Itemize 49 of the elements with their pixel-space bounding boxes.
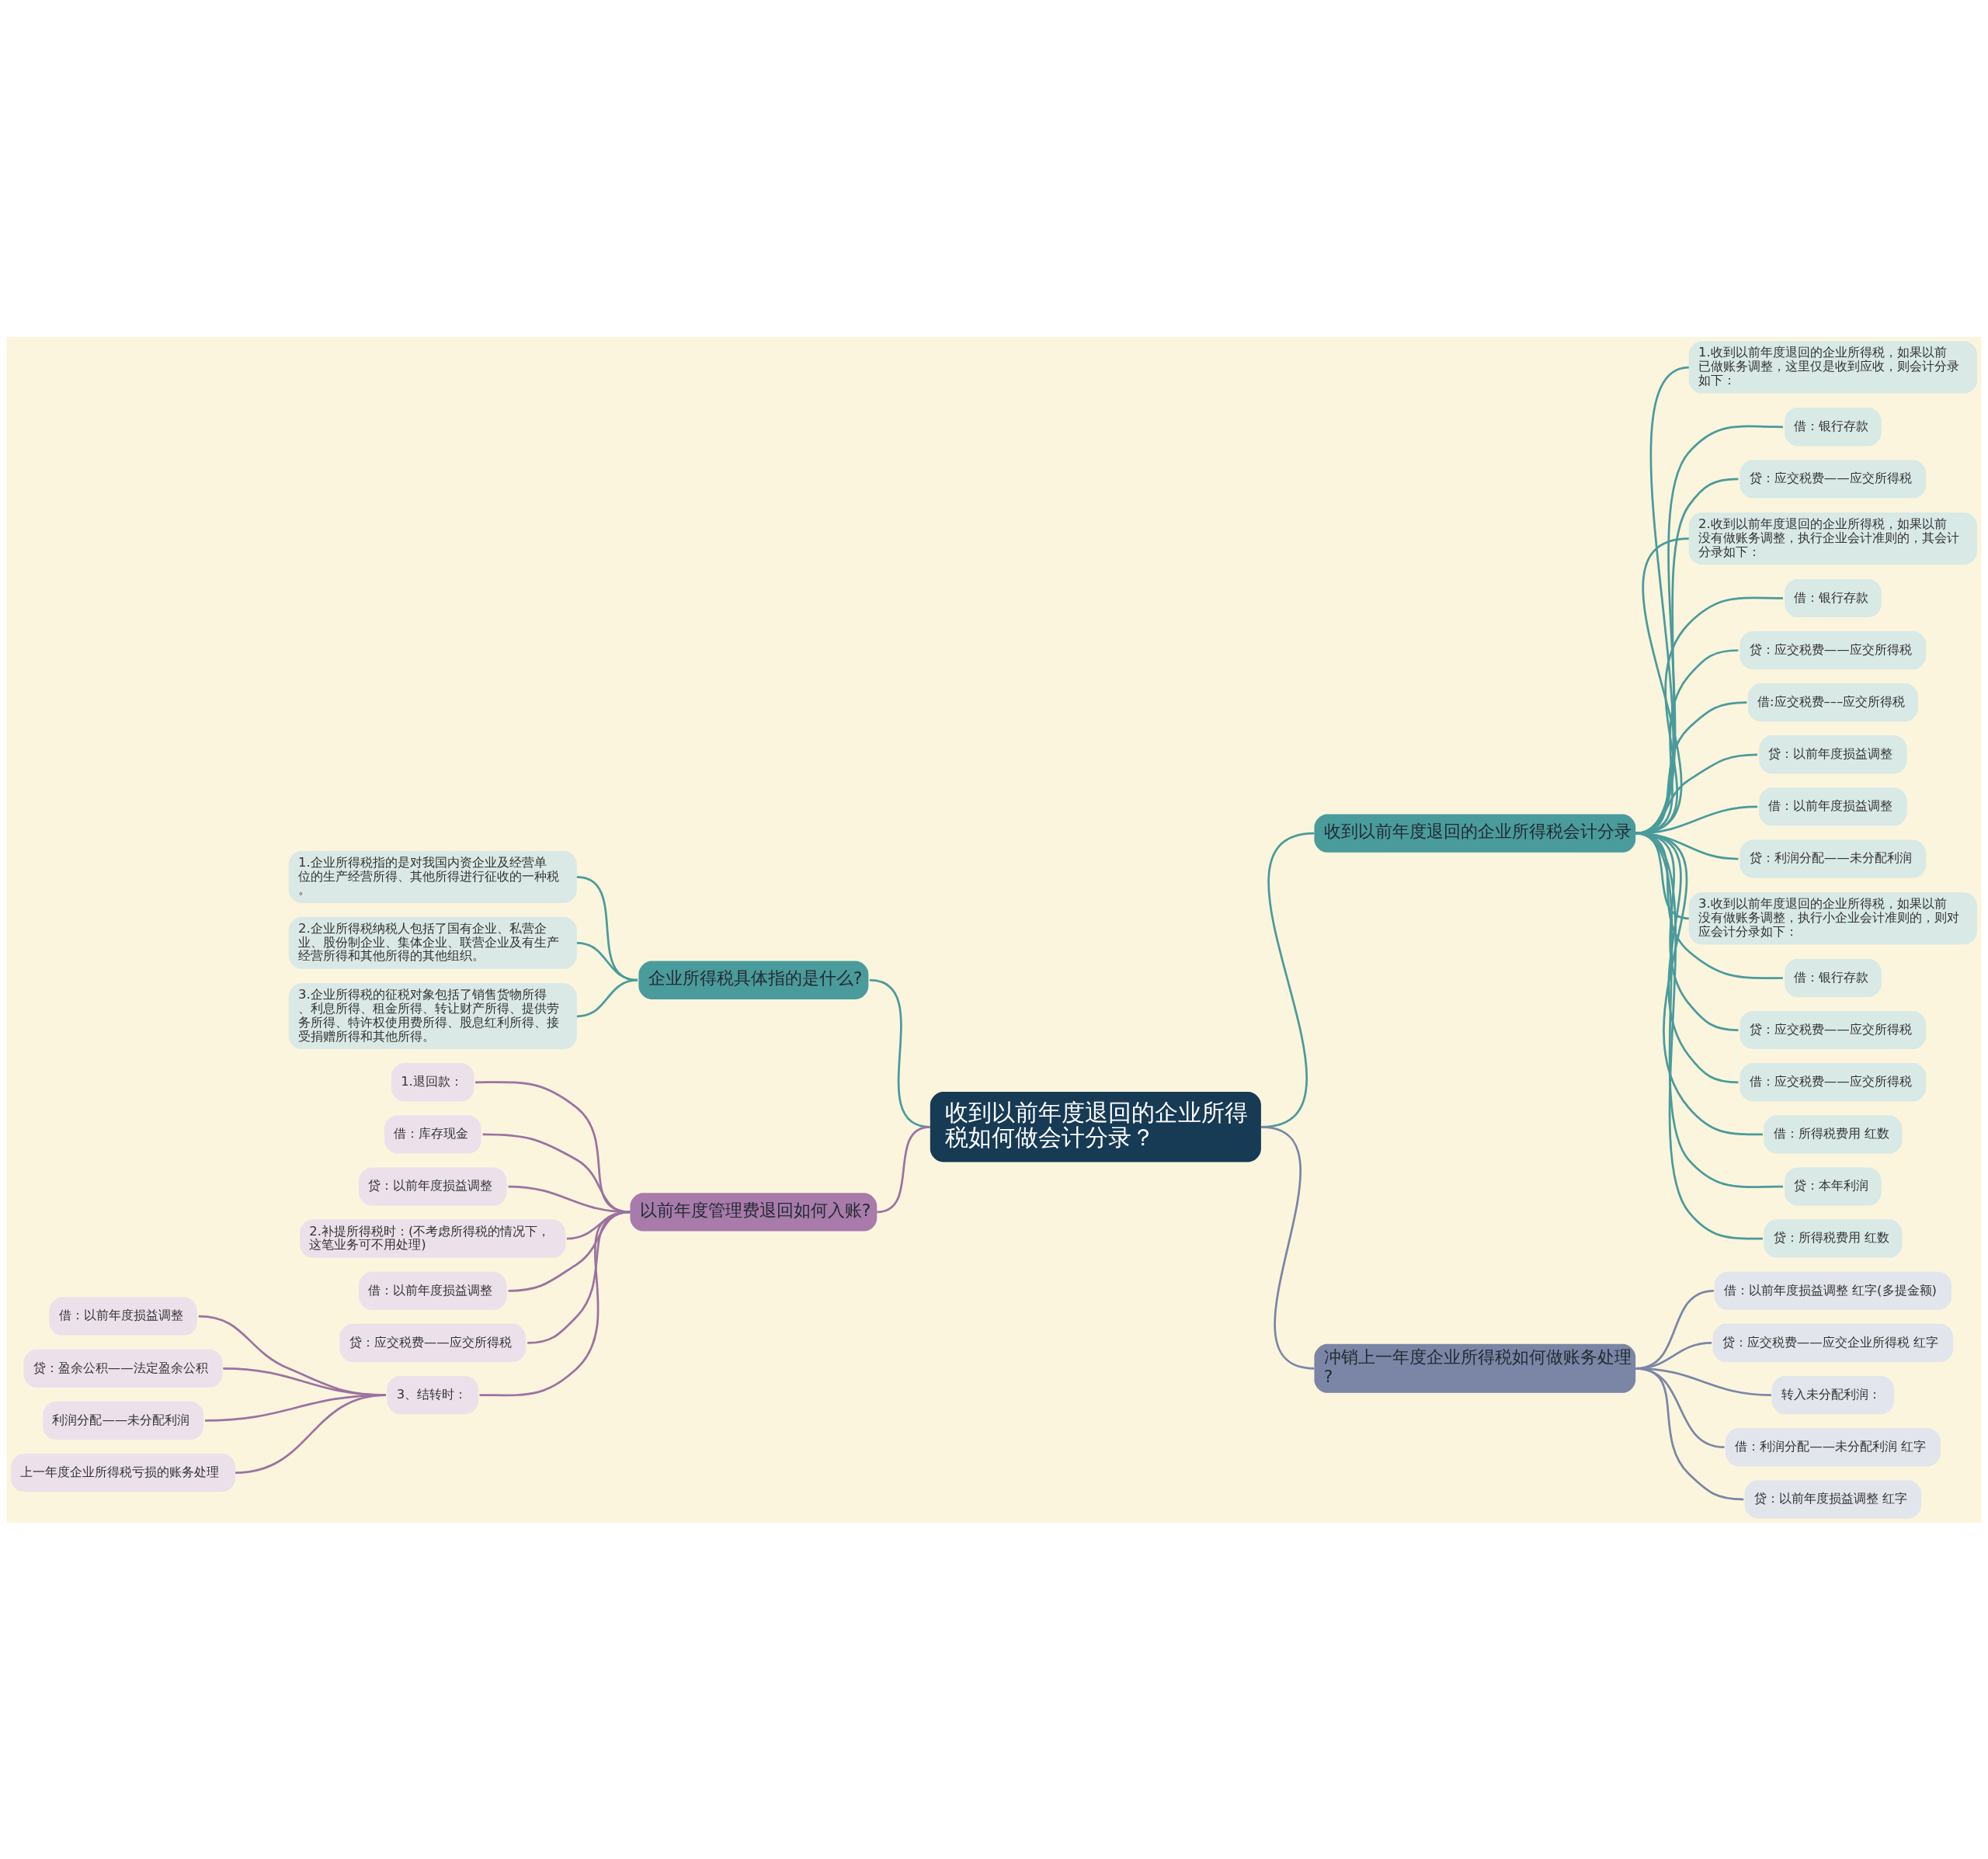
node-box: 贷：本年利润 <box>1785 1166 1882 1206</box>
node-box: 上一年度企业所得税亏损的账务处理 <box>11 1453 236 1492</box>
node-box: 贷：以前年度损益调整 <box>1759 735 1907 773</box>
node-box: 贷：应交税费——应交所得税 <box>1740 1010 1927 1049</box>
node-box: 贷：盈余公积——法定盈余公积 <box>23 1349 223 1388</box>
node-box: 3.收到以前年度退回的企业所得税，如果以前没有做账务调整，执行小企业会计准则的，则对应会计分录如下： <box>1688 891 1977 944</box>
node-box: 借：银行存款 <box>1785 579 1882 617</box>
node-box: 1.退回款： <box>391 1062 474 1101</box>
node-box: 转入未分配利润： <box>1771 1375 1895 1414</box>
node-box: 收到以前年度退回的企业所得税如何做会计分录？ <box>930 1091 1261 1162</box>
node-box: 借：以前年度损益调整 <box>49 1297 197 1336</box>
connector <box>877 1125 931 1213</box>
node-box: 收到以前年度退回的企业所得税会计分录 <box>1314 814 1636 853</box>
node-box: 借：利润分配——未分配利润 红字 <box>1725 1427 1941 1466</box>
node-box: 冲销上一年度企业所得税如何做账务处理? <box>1314 1343 1636 1393</box>
connector <box>508 1185 631 1213</box>
node-box: 2.企业所得税纳税人包括了国有企业、私营企业、股份制企业、集体企业、联营企业及有生产经营所得和其他所得的其他组织。 <box>288 916 577 969</box>
node-box: 借：以前年度损益调整 <box>1759 787 1907 826</box>
node-box: 贷：应交税费——应交所得税 <box>339 1323 527 1362</box>
node-box: 贷：应交税费——应交企业所得税 红字 <box>1712 1323 1954 1362</box>
connector <box>576 978 638 1017</box>
connector <box>475 1080 631 1213</box>
node-box: 借：银行存款 <box>1785 958 1882 997</box>
node-box: 借：银行存款 <box>1785 407 1882 446</box>
node-box: 3.企业所得税的征税对象包括了销售货物所得、利息所得、租金所得、转让财产所得、提供劳务所得、特许权使用费所得、股息红利所得、接受捐赠所得和其他所得。 <box>288 982 577 1049</box>
node-box: 企业所得税具体指的是什么? <box>638 961 869 999</box>
node-box: 贷：以前年度损益调整 <box>359 1166 507 1206</box>
node-box: 2.补提所得税时：(不考虑所得税的情况下，这笔业务可不用处理) <box>300 1219 566 1258</box>
connector <box>235 1393 387 1474</box>
node-box: 贷：应交税费——应交所得税 <box>1740 459 1927 499</box>
node-box: 借：以前年度损益调整 <box>359 1271 507 1310</box>
node-box: 3、结转时： <box>387 1375 479 1414</box>
node-box: 贷：利润分配——未分配利润 <box>1740 839 1927 878</box>
node-box: 贷：应交税费——应交所得税 <box>1740 631 1927 669</box>
node-box: 借：库存现金 <box>384 1114 481 1154</box>
node-box: 贷：以前年度损益调整 红字 <box>1744 1479 1922 1518</box>
connector <box>1635 1367 1744 1500</box>
node-box: 贷：所得税费用 红数 <box>1764 1219 1903 1258</box>
connector <box>482 1133 631 1213</box>
connector <box>479 1211 631 1396</box>
node-box: 借：以前年度损益调整 红字(多提金额) <box>1714 1271 1952 1310</box>
node-box: 2.收到以前年度退回的企业所得税，如果以前没有做账务调整，执行企业会计准则的，其会计分录如下： <box>1688 512 1977 565</box>
connector <box>1260 1125 1315 1370</box>
node-box: 借：应交税费——应交所得税 <box>1740 1062 1927 1101</box>
node-box: 借:应交税费–––应交所得税 <box>1747 683 1918 721</box>
node-box: 借：所得税费用 红数 <box>1764 1114 1903 1154</box>
node-box: 1.收到以前年度退回的企业所得税，如果以前已做账务调整，这里仅是收到应收，则会计分录如下： <box>1688 341 1977 394</box>
node-box: 以前年度管理费退回如何入账? <box>630 1192 878 1232</box>
node-box: 1.企业所得税指的是对我国内资企业及经营单位的生产经营所得、其他所得进行征收的一种税。 <box>288 850 577 903</box>
